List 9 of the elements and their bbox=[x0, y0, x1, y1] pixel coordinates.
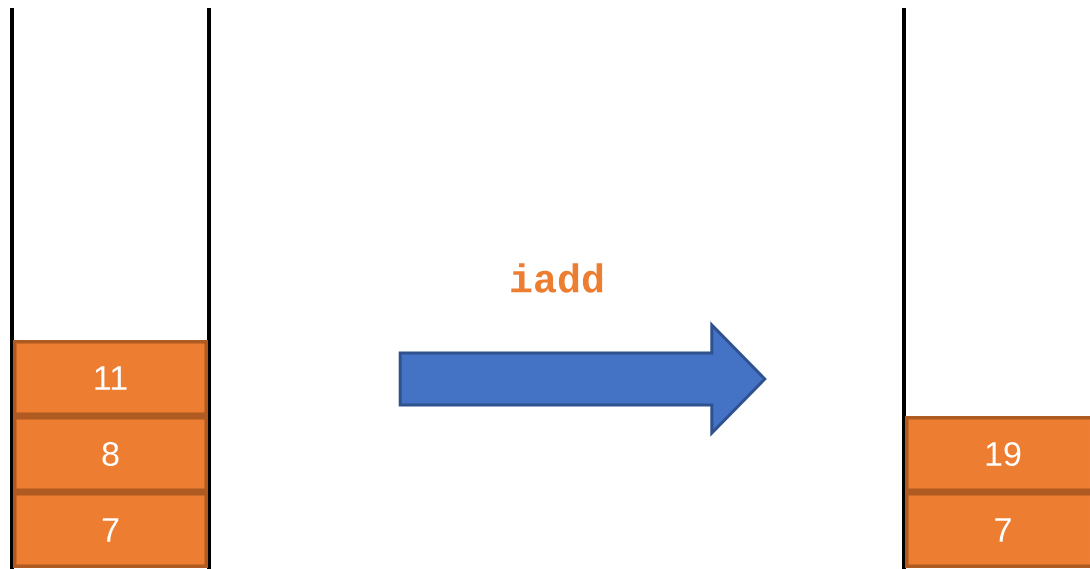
stack-tube bbox=[10, 8, 211, 569]
stack-tube bbox=[902, 8, 906, 569]
edge-label: iadd bbox=[511, 263, 603, 293]
stack-slot: 19 bbox=[905, 416, 1090, 492]
stack-slot: 11 bbox=[13, 340, 208, 416]
stack-slot: 7 bbox=[905, 492, 1090, 568]
block-arrow bbox=[398, 321, 767, 437]
stack-slot: 8 bbox=[13, 416, 208, 492]
stack-slot: 7 bbox=[13, 492, 208, 568]
